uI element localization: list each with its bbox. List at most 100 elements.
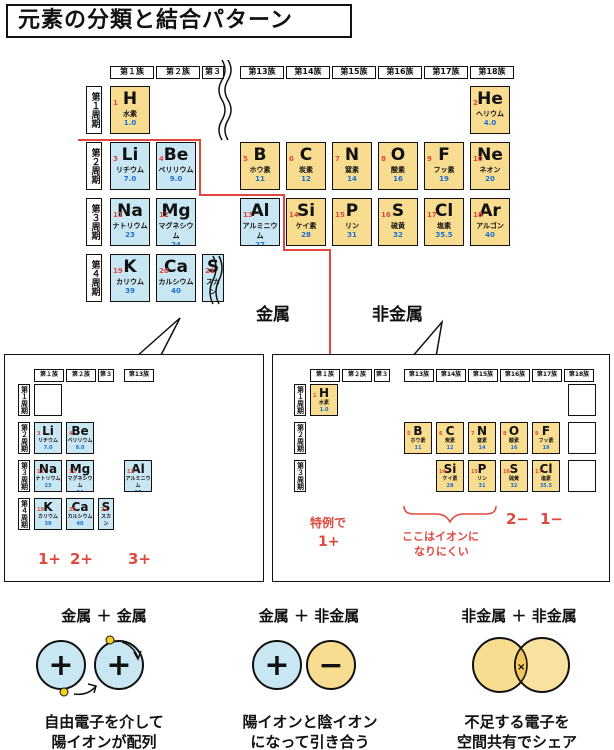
group-header: 第15族 — [468, 369, 498, 382]
bond-heading-metallic: 金属 ＋ 金属 — [61, 607, 147, 625]
charge-label-group17: 1− — [540, 510, 564, 528]
table-break-mark — [209, 59, 232, 305]
group-header: 第18族 — [564, 369, 594, 382]
element-cell-empty — [568, 384, 596, 416]
shared-electron-icon: × — [517, 662, 525, 673]
exception-note-line2: 1+ — [318, 534, 340, 550]
charge-label-group13: 3+ — [128, 550, 152, 568]
element-cell-empty — [568, 422, 596, 454]
group-header: 第13族 — [240, 66, 284, 79]
group-header: 第16族 — [378, 66, 422, 79]
group-header: 第１族 — [110, 66, 154, 79]
bond-caption-covalent: 不足する電子を空間共有でシェア — [456, 713, 577, 750]
period-header: 第２周期 — [18, 422, 30, 454]
group-header: 第17族 — [424, 66, 468, 79]
group-header: 第13族 — [124, 369, 154, 382]
charge-label-group16: 2− — [506, 510, 530, 528]
cation-icon: + — [94, 640, 144, 690]
group-header: 第１族 — [34, 369, 64, 382]
metal-nonmetal-divider — [78, 139, 331, 360]
period-header: 第２周期 — [294, 422, 306, 454]
period-header: 第３周期 — [86, 198, 102, 246]
group-header: 第２族 — [156, 66, 200, 79]
group-header: 第15族 — [332, 66, 376, 79]
no-ion-note-line2: なりにくい — [414, 545, 469, 558]
group-header: 第２族 — [342, 369, 372, 382]
group-header: 第２族 — [66, 369, 96, 382]
element-cell-empty — [568, 460, 596, 492]
period-header: 第４周期 — [18, 498, 30, 530]
exception-note-line1: 特例で — [310, 516, 347, 530]
group-header: 第17族 — [532, 369, 562, 382]
period-header: 第３周期 — [294, 460, 306, 492]
group-header: 第３ — [98, 369, 114, 382]
period-header: 第２周期 — [86, 142, 102, 190]
bond-caption-ionic: 陽イオンと陰イオンになって引き合う — [242, 713, 378, 750]
period-header: 第４周期 — [86, 254, 102, 302]
period-header: 第１周期 — [18, 384, 30, 416]
bond-caption-metallic: 自由電子を介して陽イオンが配列 — [44, 713, 164, 750]
group-header: 第14族 — [436, 369, 466, 382]
no-ion-note-line1: ここはイオンに — [402, 530, 479, 543]
group-header: 第３ — [374, 369, 390, 382]
period-header: 第１周期 — [294, 384, 306, 416]
anion-icon: − — [306, 640, 356, 690]
group-header: 第18族 — [470, 66, 514, 79]
element-cell-empty — [34, 384, 62, 416]
page-title: 元素の分類と結合パターン — [6, 4, 352, 38]
charge-label-group1: 1+ — [38, 550, 62, 568]
charge-label-group2: 2+ — [70, 550, 94, 568]
metal-label: 金属 — [256, 305, 290, 325]
period-header: 第３周期 — [18, 460, 30, 492]
nonmetal-label: 非金属 — [372, 305, 423, 325]
group-header: 第16族 — [500, 369, 530, 382]
bond-heading-ionic: 金属 ＋ 非金属 — [258, 607, 360, 625]
group-header: 第１族 — [310, 369, 340, 382]
period-header: 第１周期 — [86, 86, 102, 134]
group-header: 第14族 — [286, 66, 330, 79]
